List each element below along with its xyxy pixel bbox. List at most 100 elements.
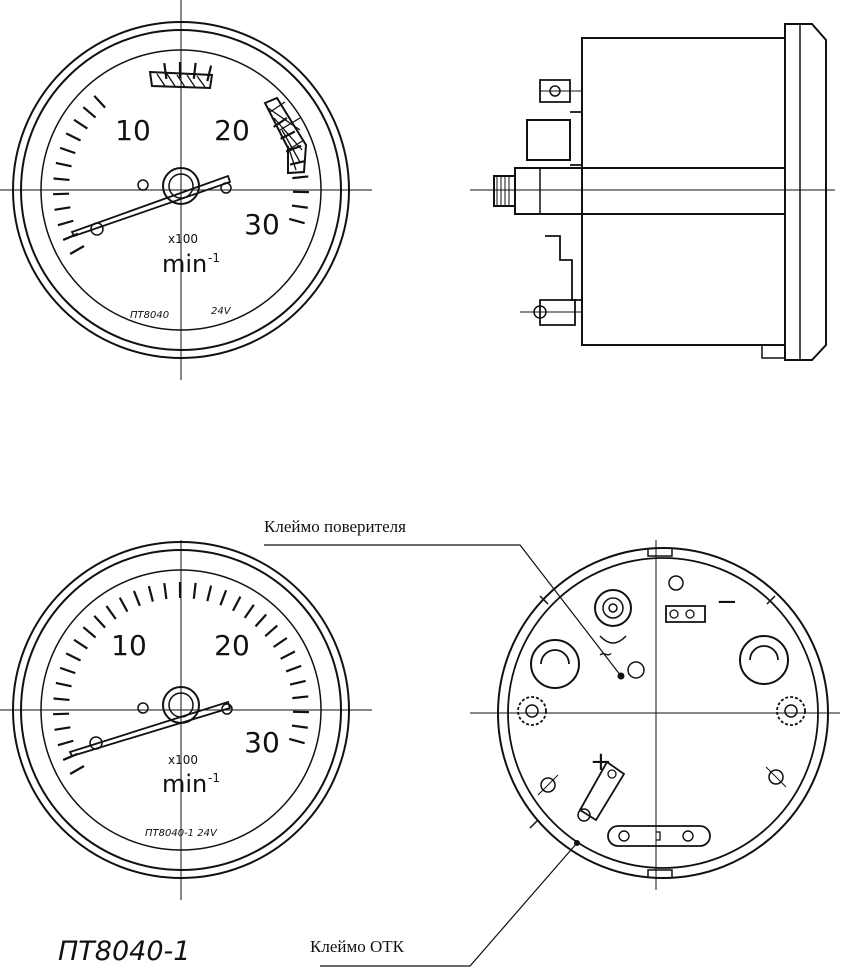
- scale-tick: [291, 724, 308, 729]
- bar-hole-left: [618, 830, 630, 842]
- terminal-minus-hole-b: [685, 609, 695, 619]
- terminal-bottom: [539, 299, 576, 326]
- boss-left: [530, 639, 580, 689]
- scale-label-10-b: 10: [111, 629, 147, 662]
- scale-tick: [292, 175, 309, 180]
- qc-leader-line: [320, 842, 578, 967]
- voltage-marking: 24V: [211, 306, 232, 317]
- terminal-minus-plate: [665, 605, 706, 623]
- multiplier-label-2: x100: [168, 753, 198, 767]
- unit-label: min: [162, 250, 207, 278]
- terminal-plus-plate: [578, 760, 626, 822]
- scale-tick: [232, 596, 242, 612]
- scale-tick: [291, 204, 308, 209]
- front-flange: [784, 23, 827, 361]
- terminal-minus-screw: [668, 575, 684, 591]
- scale-tick: [288, 217, 305, 225]
- screw-lower-left-axis: [537, 774, 559, 796]
- screw-right: [220, 182, 232, 194]
- shaft-nut: [594, 589, 632, 627]
- scale-tick: [53, 192, 70, 196]
- scale-ticks-2: [53, 581, 310, 775]
- terminal-minus-hole-a: [669, 609, 679, 619]
- boss-right-ring: [749, 645, 779, 661]
- notch-top: [647, 548, 673, 557]
- scale-tick: [219, 589, 228, 606]
- scale-tick: [206, 585, 213, 602]
- scale-tick: [82, 626, 97, 639]
- scale-tick: [292, 695, 309, 700]
- scale-tick: [288, 737, 305, 745]
- bezel-inner-2: [20, 549, 342, 871]
- model-marking-2: ПТ8040-1 24V: [145, 828, 218, 839]
- coupling-knurl: [496, 176, 510, 206]
- scale-tick: [192, 62, 197, 79]
- scale-label-30: 30: [244, 208, 280, 241]
- scale-tick: [163, 62, 168, 80]
- tilde-mark: ~: [598, 644, 613, 665]
- scale-tick: [53, 697, 70, 702]
- needle-tail-screw: [90, 222, 104, 236]
- screw-left: [137, 179, 149, 191]
- warning-arc-mark: [148, 70, 214, 90]
- shaft-coupling: [493, 175, 516, 207]
- socket-right-inner: [784, 704, 798, 718]
- screw-right-2: [221, 703, 233, 715]
- bezel-outer: [12, 21, 350, 359]
- needle: [70, 174, 232, 238]
- scale-tick: [73, 638, 88, 650]
- boss-left-ring: [540, 649, 570, 665]
- verifier-leader-line: [264, 544, 622, 677]
- unit-exponent: -1: [208, 251, 220, 265]
- scale-tick: [243, 604, 255, 619]
- scale-tick: [65, 652, 82, 662]
- scale-tick: [118, 597, 129, 613]
- unit-exponent-2: -1: [208, 771, 220, 785]
- scale-tick: [93, 95, 106, 109]
- plus-sign: +: [590, 747, 612, 777]
- housing-clips: [529, 595, 776, 829]
- model-marking: ПТ8040: [130, 310, 169, 321]
- terminal-bottom-bar: [607, 825, 711, 847]
- scale-tick: [82, 106, 97, 119]
- scale-tick: [69, 245, 85, 255]
- bracket: [545, 235, 582, 301]
- shaft-housing: [514, 167, 786, 215]
- dial-face-2: [40, 569, 322, 851]
- terminal-plus-hole: [607, 769, 617, 779]
- rear-flange-outer: [497, 547, 829, 879]
- warning-arc-hatch: [156, 73, 206, 88]
- verifier-stamp-screw: [627, 661, 645, 679]
- scale-tick: [289, 679, 306, 686]
- scale-tick: [59, 146, 76, 155]
- scale-tick: [93, 615, 106, 629]
- bezel-outer-2: [12, 541, 350, 879]
- screw-lower-left: [540, 777, 556, 793]
- connector-block: [526, 119, 571, 161]
- terminal-top: [539, 79, 571, 103]
- scale-tick: [73, 118, 88, 130]
- notch-bottom: [647, 869, 673, 878]
- model-caption: ПТ8040-1: [58, 936, 190, 967]
- scale-tick: [132, 590, 141, 607]
- scale-tick: [54, 726, 71, 731]
- minus-sign: −: [716, 587, 738, 617]
- screw-left-2: [137, 702, 149, 714]
- flange-lip: [761, 345, 785, 359]
- scale-tick: [254, 613, 268, 628]
- bar-hole-right: [682, 830, 694, 842]
- bar-slot: [656, 831, 661, 841]
- socket-left-outer: [517, 696, 547, 726]
- bezel-inner: [20, 29, 342, 351]
- scale-tick: [65, 132, 82, 142]
- scale-tick: [54, 206, 71, 211]
- scale-tick: [163, 582, 168, 600]
- danger-arc-hatch: [267, 101, 305, 171]
- screw-lower-right-axis: [765, 766, 787, 788]
- scale-label-20-b: 20: [214, 629, 250, 662]
- side-view: [470, 23, 835, 361]
- scale-tick: [55, 681, 72, 688]
- scale-tick: [55, 161, 72, 168]
